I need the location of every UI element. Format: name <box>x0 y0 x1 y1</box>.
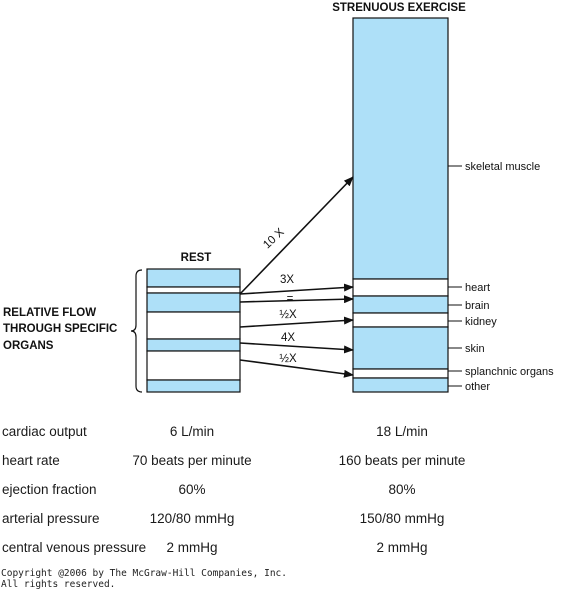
stat-label: ejection fraction <box>2 482 97 497</box>
side-label-line-3: ORGANS <box>3 340 54 352</box>
side-brace <box>130 269 143 393</box>
rest-segment-heart <box>146 286 241 294</box>
organ-label-brain: brain <box>465 300 489 312</box>
rest-bar <box>146 268 241 393</box>
organ-label-heart: heart <box>465 282 490 294</box>
flow-arrow-splanchnic-organs <box>239 359 354 378</box>
rest-segment-splanchnic-organs <box>146 350 241 381</box>
rest-segment-skin <box>146 338 241 352</box>
exercise-segment-splanchnic-organs <box>352 368 449 379</box>
side-label-line-2: THROUGH SPECIFIC <box>3 323 117 335</box>
organ-label-kidney: kidney <box>465 316 497 328</box>
stats-row-ejection-fraction: ejection fraction 60% 80% <box>0 476 568 505</box>
organ-label-skin: skin <box>465 343 485 355</box>
copyright-line-1: Copyright @2006 by The McGraw-Hill Compa… <box>1 568 287 579</box>
stat-exercise-value: 2 mmHg <box>376 540 428 555</box>
stats-row-heart-rate: heart rate 70 beats per minute 160 beats… <box>0 447 568 476</box>
multiplier-skin: 4X <box>281 332 295 344</box>
exercise-segment-skeletal-muscle <box>352 17 449 280</box>
exercise-segment-kidney <box>352 312 449 328</box>
stats-table: cardiac output 6 L/min 18 L/min heart ra… <box>0 418 568 563</box>
copyright-notice: Copyright @2006 by The McGraw-Hill Compa… <box>1 568 287 590</box>
stat-label: central venous pressure <box>2 540 147 555</box>
flow-arrow-skin <box>239 342 354 354</box>
flow-arrow-kidney <box>239 316 354 328</box>
organ-label-skeletal-muscle: skeletal muscle <box>465 161 540 173</box>
exercise-segment-heart <box>352 278 449 297</box>
multiplier-splanchnic-organs: ½X <box>279 353 297 365</box>
multiplier-skeletal-muscle: 10 X <box>261 226 287 251</box>
rest-segment-kidney <box>146 311 241 340</box>
stat-exercise-value: 150/80 mmHg <box>359 511 445 526</box>
stat-label: cardiac output <box>2 424 87 439</box>
flow-arrow-heart <box>239 283 354 295</box>
multiplier-brain: = <box>287 293 294 305</box>
stat-rest-value: 70 beats per minute <box>132 453 252 468</box>
multiplier-kidney: ½X <box>279 309 297 321</box>
organ-label-splanchnic-organs: splanchnic organs <box>465 366 554 378</box>
exercise-segment-other <box>352 377 449 393</box>
stat-exercise-value: 160 beats per minute <box>338 453 466 468</box>
stat-rest-value: 6 L/min <box>169 424 215 439</box>
multiplier-heart: 3X <box>280 274 294 286</box>
flow-arrow-skeletal-muscle <box>239 176 354 295</box>
rest-segment-other <box>146 379 241 393</box>
stat-label: arterial pressure <box>2 511 100 526</box>
stat-rest-value: 60% <box>178 482 206 497</box>
flow-arrows <box>239 176 354 378</box>
stats-row-cardiac-output: cardiac output 6 L/min 18 L/min <box>0 418 568 447</box>
exercise-segment-skin <box>352 326 449 370</box>
exercise-title: STRENUOUS EXERCISE <box>332 2 466 14</box>
stat-label: heart rate <box>2 453 60 468</box>
rest-segment-skeletal-muscle <box>146 268 241 288</box>
side-label-line-1: RELATIVE FLOW <box>3 307 96 319</box>
stat-exercise-value: 80% <box>388 482 416 497</box>
stats-row-arterial-pressure: arterial pressure 120/80 mmHg 150/80 mmH… <box>0 505 568 534</box>
exercise-segment-brain <box>352 295 449 314</box>
stat-rest-value: 120/80 mmHg <box>149 511 235 526</box>
copyright-line-2: All rights reserved. <box>1 579 116 590</box>
rest-segment-brain <box>146 292 241 313</box>
exercise-bar <box>352 17 449 393</box>
stats-row-central-venous-pressure: central venous pressure 2 mmHg 2 mmHg <box>0 534 568 563</box>
flow-arrow-brain <box>239 295 354 304</box>
organ-label-other: other <box>465 381 490 393</box>
stat-exercise-value: 18 L/min <box>376 424 428 439</box>
stat-rest-value: 2 mmHg <box>166 540 218 555</box>
organ-labels: skeletal muscle heart brain kidney skin splan… <box>448 161 554 393</box>
blood-flow-diagram: STRENUOUS EXERCISE REST RELATIVE FLOW TH… <box>3 2 554 393</box>
rest-title: REST <box>181 252 212 264</box>
